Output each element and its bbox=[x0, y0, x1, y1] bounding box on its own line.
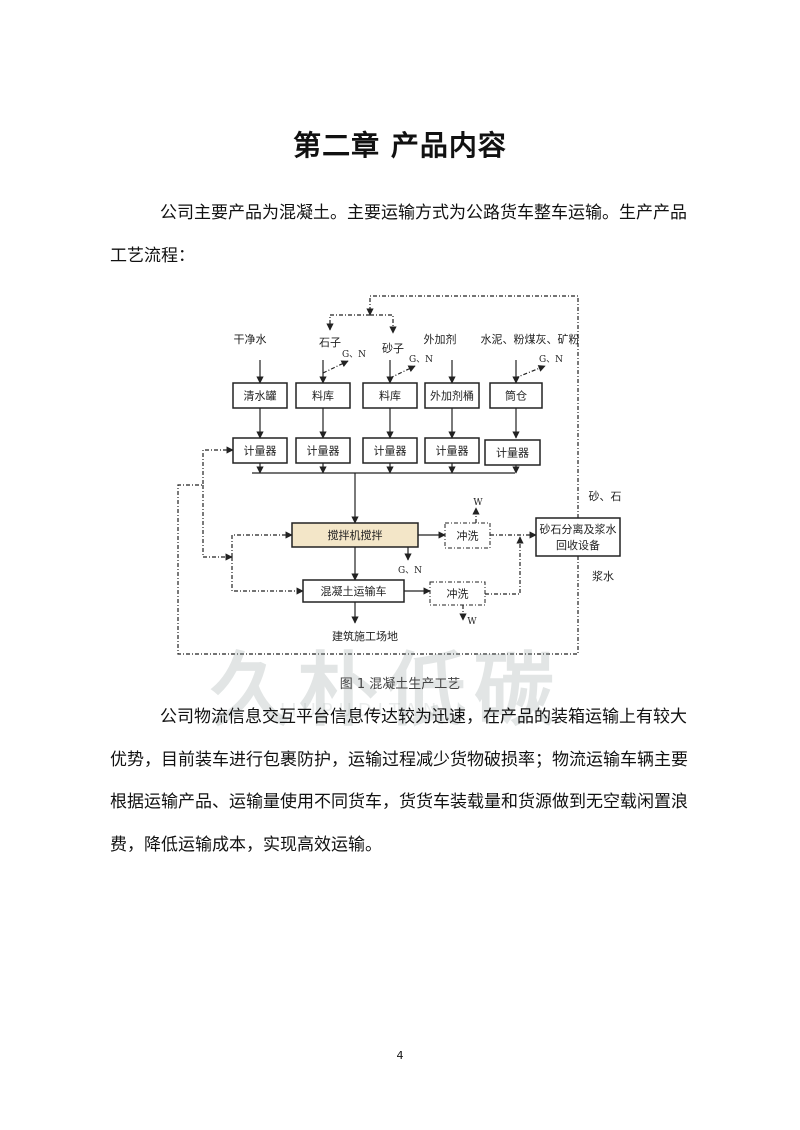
intro-paragraph: 公司主要产品为混凝土。主要运输方式为公路货车整车运输。生产产品工艺流程： bbox=[110, 192, 700, 278]
storage-box-1 bbox=[295, 382, 351, 409]
to-stone bbox=[326, 314, 370, 331]
logistics-text: 公司物流信息交互平台信息传达较为迅速，在产品的装箱运输上有较大优势，目前装车进行… bbox=[110, 707, 688, 855]
storage-box-1-label: 料库 bbox=[312, 389, 334, 403]
mixer-gn-label: G、N bbox=[398, 566, 422, 576]
input-label-1: 石子 bbox=[319, 336, 341, 349]
slurry-return bbox=[177, 446, 579, 655]
meter-box-3-label: 计量器 bbox=[436, 445, 469, 458]
input-label-4: 水泥、粉煤灰、矿粉 bbox=[481, 332, 580, 346]
recovery-label-2: 回收设备 bbox=[556, 538, 600, 552]
wash1-w-label: W bbox=[473, 498, 483, 508]
meter-box-1 bbox=[295, 437, 351, 464]
wash-box-2 bbox=[429, 581, 486, 606]
meter-box-2-label: 计量器 bbox=[374, 445, 407, 458]
meter-box-2 bbox=[362, 437, 418, 464]
site-label: 建筑施工场地 bbox=[332, 629, 398, 643]
wash2-to-recovery bbox=[485, 536, 524, 595]
gn-label-0: G、N bbox=[342, 350, 366, 360]
page-number: 4 bbox=[396, 1049, 404, 1062]
wash-box-2-label: 冲洗 bbox=[447, 587, 469, 601]
input-label-2: 砂子 bbox=[382, 342, 404, 355]
truck-box bbox=[302, 579, 405, 603]
figure-caption: 图 1 混凝土生产工艺 bbox=[339, 677, 461, 692]
storage-box-0-label: 清水罐 bbox=[244, 390, 277, 403]
storage-box-2-label: 料库 bbox=[379, 389, 401, 403]
chapter-title: 第二章 产品内容 bbox=[293, 129, 507, 162]
slurry-branch bbox=[202, 485, 233, 561]
sand-stone-return bbox=[366, 295, 579, 518]
input-label-3: 外加剂 bbox=[424, 332, 457, 346]
gn-arrow-2 bbox=[514, 365, 546, 379]
recovery-box bbox=[535, 517, 621, 557]
storage-box-3 bbox=[424, 382, 480, 409]
mixer-box-label: 搅拌机搅拌 bbox=[328, 528, 383, 542]
sand-stone-label: 砂、石 bbox=[589, 490, 622, 503]
storage-box-4 bbox=[489, 382, 543, 409]
meter-box-1-label: 计量器 bbox=[307, 445, 340, 458]
logistics-paragraph: 公司物流信息交互平台信息传达较为迅速，在产品的装箱运输上有较大优势，目前装车进行… bbox=[110, 696, 700, 866]
mixer-box bbox=[291, 522, 419, 548]
to-sand bbox=[370, 314, 397, 334]
meter-box-4-label: 计量器 bbox=[496, 447, 529, 460]
wash-box-1 bbox=[444, 522, 491, 549]
gn-arrow-1 bbox=[389, 365, 416, 379]
meter-box-3 bbox=[424, 437, 480, 464]
to-mixer-water bbox=[231, 531, 293, 557]
wash2-w-label: W bbox=[467, 617, 477, 627]
intro-text: 公司主要产品为混凝土。主要运输方式为公路货车整车运输。生产产品工艺流程： bbox=[110, 203, 687, 266]
recovery-label-1: 砂石分离及浆水 bbox=[540, 522, 617, 536]
truck-box-label: 混凝土运输车 bbox=[321, 584, 387, 598]
meter-box-0 bbox=[232, 437, 288, 464]
storage-box-3-label: 外加剂桶 bbox=[430, 389, 474, 403]
meter-box-0-label: 计量器 bbox=[244, 445, 277, 458]
gn-label-1: G、N bbox=[409, 355, 433, 365]
storage-box-4-label: 筒仓 bbox=[505, 389, 527, 403]
to-truck-water bbox=[231, 557, 304, 595]
storage-box-0 bbox=[232, 382, 288, 409]
input-label-0: 干净水 bbox=[234, 332, 267, 346]
storage-box-2 bbox=[362, 382, 418, 409]
wash-box-1-label: 冲洗 bbox=[457, 529, 479, 543]
gn-label-2: G、N bbox=[539, 355, 563, 365]
gn-arrow-0 bbox=[322, 360, 349, 374]
meter-box-4 bbox=[484, 439, 541, 466]
slurry-label: 浆水 bbox=[592, 569, 614, 583]
